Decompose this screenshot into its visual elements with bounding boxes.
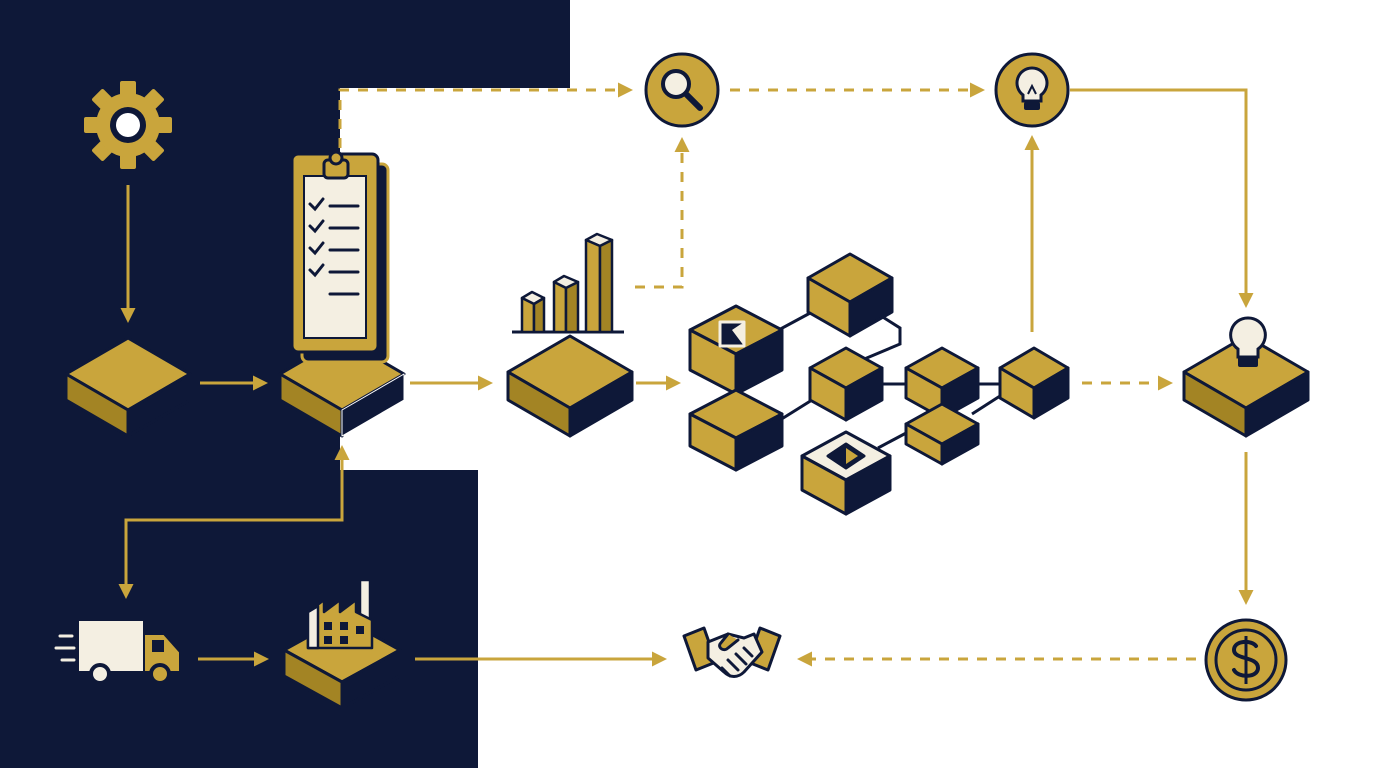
delivery-truck-icon bbox=[54, 619, 181, 685]
search-icon bbox=[644, 52, 720, 128]
connectors bbox=[118, 82, 1254, 667]
edge-clipboard-to-search bbox=[338, 82, 633, 148]
network-cube-e bbox=[904, 346, 980, 420]
network-cube-g bbox=[998, 346, 1070, 420]
dollar-coin-icon bbox=[1204, 618, 1288, 702]
lightbulb-on-block-icon bbox=[1229, 316, 1267, 367]
edge-lightbulb-to-idea-block bbox=[1070, 88, 1254, 308]
network-cube-a bbox=[688, 304, 784, 396]
network-cube-c bbox=[688, 388, 784, 472]
idea-block bbox=[1182, 334, 1310, 438]
edge-chart-to-search bbox=[635, 137, 690, 289]
bar-chart-icon bbox=[512, 232, 624, 334]
network-cubes-icon bbox=[688, 252, 1070, 516]
network-cube-f bbox=[904, 402, 980, 466]
chart-block bbox=[506, 334, 634, 438]
factory-icon bbox=[306, 578, 374, 650]
lightbulb-icon bbox=[994, 52, 1070, 128]
handshake-icon bbox=[682, 626, 782, 678]
network-cube-b bbox=[806, 252, 894, 338]
gear-icon bbox=[84, 81, 172, 169]
clipboard-checklist-icon bbox=[290, 150, 390, 364]
iso-block-1 bbox=[64, 336, 192, 438]
network-cube-d bbox=[808, 346, 884, 422]
network-cube-h bbox=[800, 430, 892, 516]
